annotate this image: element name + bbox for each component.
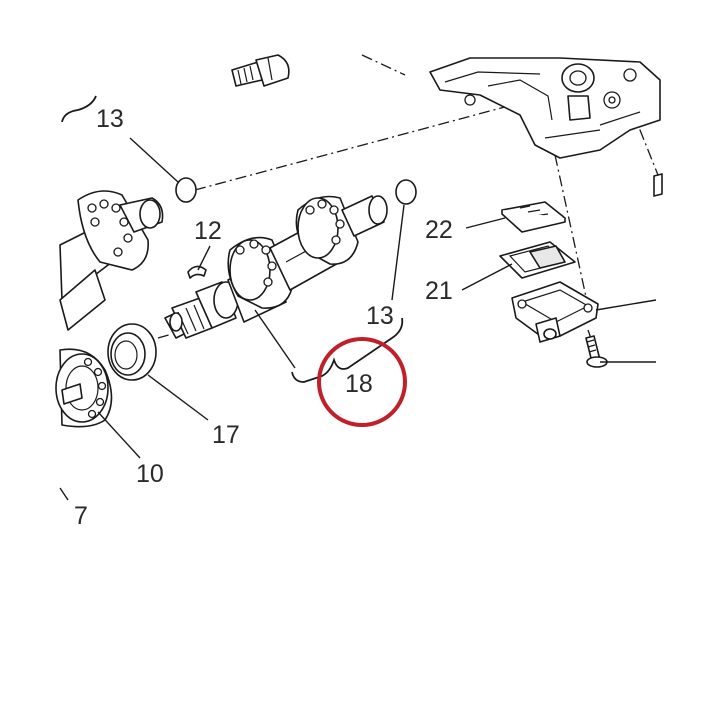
upper-axis-line (194, 81, 599, 191)
brace-lines (61, 95, 404, 383)
o-ring-right (395, 179, 417, 205)
oil-seal (107, 323, 157, 381)
right-axis-stub (631, 109, 661, 181)
highlight-circle (317, 337, 407, 427)
label-10: 10 (136, 460, 164, 488)
part-labels: 13 12 13 18 22 21 17 10 7 (74, 105, 453, 530)
label-18: 18 (345, 370, 373, 398)
cover-bolt (585, 335, 608, 368)
gasket-plate-part-21 (499, 241, 576, 279)
filter-screen-part-22 (501, 201, 566, 233)
leader-lines (59, 137, 657, 501)
label-17: 17 (212, 421, 240, 449)
label-21: 21 (425, 277, 453, 305)
label-12: 12 (194, 217, 222, 245)
cover-housing (511, 281, 599, 343)
left-sprocket (55, 348, 113, 428)
label-22: 22 (425, 216, 453, 244)
label-13-right: 13 (366, 302, 394, 330)
label-13-left: 13 (96, 105, 124, 133)
top-axis-stub (361, 54, 406, 76)
housing-vertical-axis (554, 154, 591, 316)
top-stud-bolt (231, 54, 290, 87)
label-7: 7 (74, 502, 88, 530)
woodruff-key (187, 265, 207, 279)
center-camshaft-assembly (164, 195, 388, 339)
side-bolt (653, 173, 663, 197)
o-rings (175, 177, 417, 205)
lower-axis-line (157, 333, 173, 339)
engine-housing (429, 57, 661, 159)
o-ring-left (175, 177, 197, 203)
left-camshaft (59, 190, 164, 331)
